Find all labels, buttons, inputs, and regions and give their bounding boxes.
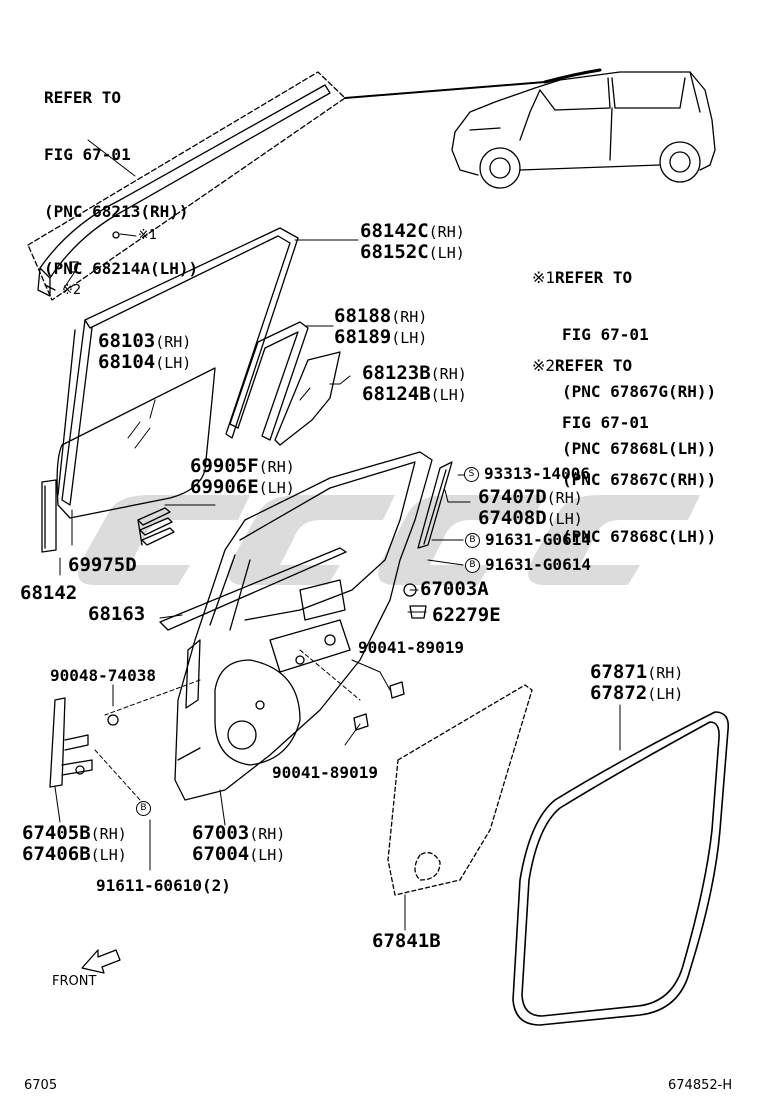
- part-label-69905f: 69905F(RH): [190, 455, 295, 477]
- part-label-90041-89019-a: 90041-89019: [358, 638, 464, 657]
- refer-line: (PNC 67868L(LH)): [562, 439, 717, 458]
- refer-line: REFER TO: [555, 268, 633, 287]
- part-label-68104: 68104(LH): [98, 351, 192, 373]
- refer-note-2: ※2REFER TO FIG 67-01 (PNC 67867C(RH)) (P…: [532, 318, 716, 584]
- part-label-90048-74038: 90048-74038: [50, 666, 156, 685]
- part-label-67872: 67872(LH): [590, 682, 684, 704]
- part-label-68152c: 68152C(LH): [360, 241, 465, 263]
- door-panel: [174, 451, 433, 801]
- part-label-67407d: 67407D(RH): [478, 486, 583, 508]
- footer-figure-number: 6705: [24, 1078, 58, 1093]
- b-symbol-icon: B: [465, 533, 480, 548]
- part-label-67408d: 67408D(LH): [478, 507, 583, 529]
- mark-1-small: ※1: [138, 228, 158, 243]
- part-label-67406b: 67406B(LH): [22, 843, 127, 865]
- mark-2-small: ※2: [62, 283, 82, 298]
- part-label-69906e: 69906E(LH): [190, 476, 295, 498]
- belt-molding-panel: [27, 71, 346, 301]
- footer-illustration-id: 674852-H: [668, 1078, 733, 1093]
- part-label-67003a: 67003A: [420, 578, 489, 600]
- refer-line: (PNC 67867C(RH)): [562, 470, 717, 489]
- part-label-62279e: 62279E: [432, 604, 501, 626]
- part-label-67405b: 67405B(RH): [22, 822, 127, 844]
- glass-channel: [137, 507, 175, 546]
- part-label-68142: 68142: [20, 582, 78, 604]
- front-label: FRONT: [52, 974, 97, 989]
- part-label-93313-14006: 93313-14006: [484, 464, 590, 483]
- part-label-69975d: 69975D: [68, 554, 137, 576]
- leader-lines: [54, 139, 621, 931]
- b-symbol-icon: B: [136, 801, 151, 816]
- front-arrow-icon: [81, 949, 121, 974]
- refer-line: (PNC 68213(RH)): [44, 202, 189, 221]
- part-label-68103: 68103(RH): [98, 330, 192, 352]
- part-label-91631-g0614-b: 91631-G0614: [485, 555, 591, 574]
- door-glass: [56, 367, 216, 519]
- glass-run-channel: [57, 227, 299, 506]
- refer-line: FIG 67-01: [562, 325, 649, 344]
- part-label-68142c: 68142C(RH): [360, 220, 465, 242]
- watermark-logo: [78, 495, 700, 585]
- leader-to-car: [344, 81, 546, 99]
- part-label-67004: 67004(LH): [192, 843, 286, 865]
- service-hole-cover: [387, 684, 533, 896]
- part-label-68123b: 68123B(RH): [362, 362, 467, 384]
- weatherstrip-inner: [159, 547, 347, 631]
- refer-line: REFER TO: [44, 88, 122, 107]
- part-label-67841b: 67841B: [372, 930, 441, 952]
- refer-line: (PNC 68214A(LH)): [44, 259, 199, 278]
- refer-line: FIG 67-01: [44, 145, 131, 164]
- refer-line: REFER TO: [555, 356, 633, 375]
- mark-1: ※1: [532, 268, 556, 287]
- part-label-91611-60610: 91611-60610(2): [96, 876, 231, 895]
- quarter-glass: [274, 351, 341, 446]
- part-label-90041-89019-b: 90041-89019: [272, 763, 378, 782]
- refer-line: FIG 67-01: [562, 413, 649, 432]
- car-outline: [451, 68, 716, 189]
- lower-sash: [41, 479, 57, 553]
- division-bar: [229, 321, 309, 441]
- refer-line: (PNC 67867G(RH)): [562, 382, 717, 401]
- refer-line: (PNC 67868C(LH)): [562, 527, 717, 546]
- refer-note-top: REFER TO FIG 67-01 (PNC 68213(RH)) (PNC …: [44, 50, 198, 316]
- part-label-68188: 68188(RH): [334, 305, 428, 327]
- part-label-91631-g0614-a: 91631-G0614: [485, 530, 591, 549]
- refer-note-1: ※1REFER TO FIG 67-01 (PNC 67867G(RH)) (P…: [532, 230, 716, 496]
- rear-lower-channel: [417, 461, 453, 549]
- fasteners: [69, 231, 427, 775]
- part-label-68124b: 68124B(LH): [362, 383, 467, 405]
- door-check: [49, 697, 93, 788]
- s-symbol-icon: S: [464, 467, 479, 482]
- b-symbol-icon: B: [465, 558, 480, 573]
- door-weatherstrip: [512, 711, 730, 1026]
- part-label-67871: 67871(RH): [590, 661, 684, 683]
- part-label-67003: 67003(RH): [192, 822, 286, 844]
- mark-2: ※2: [532, 356, 556, 375]
- part-label-68189: 68189(LH): [334, 326, 428, 348]
- part-label-68163: 68163: [88, 603, 146, 625]
